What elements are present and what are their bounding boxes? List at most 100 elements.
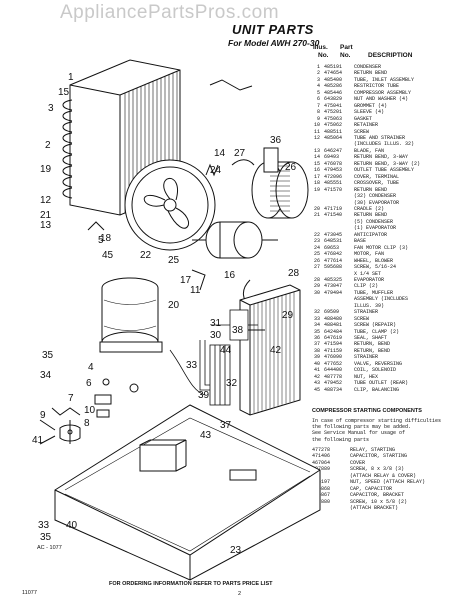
part-number: 647619 — [324, 335, 343, 342]
callout-number: 32 — [226, 378, 238, 389]
illus-number: 41 — [313, 367, 320, 374]
callout-number: 29 — [282, 310, 294, 321]
parts-list-row: (30) EVAPORATOR — [312, 200, 472, 206]
part-description: SCREW (REPAIR) — [354, 322, 397, 329]
part-description: ANTICIPATOR — [354, 231, 388, 238]
fan-blade-drawing — [124, 159, 216, 251]
starting-part-row: (ATTACH BRACKET) — [312, 505, 472, 511]
part-description: RETURN, BEND — [354, 347, 391, 354]
illus-number: 39 — [313, 354, 320, 361]
part-description: TUBE OUTLET (REAR) — [354, 380, 409, 387]
part-description: CLIP, BALANCING — [354, 386, 400, 393]
illus-number: 8 — [316, 109, 320, 116]
part-description: RETURN, BEND — [354, 341, 391, 348]
part-description: COVER — [350, 459, 366, 466]
part-number: 479453 — [324, 167, 343, 174]
part-description: OUTLET TUBE ASSEMBLY — [354, 167, 415, 174]
part-description: RETAINER — [354, 122, 379, 129]
evaporator-drawing — [239, 284, 301, 416]
callout-number: 1 — [68, 72, 74, 83]
part-description: RETURN BEND — [354, 70, 388, 77]
callout-number: 35 — [42, 350, 54, 361]
illus-label: Illus. — [313, 44, 328, 51]
part-number: 648531 — [324, 238, 343, 245]
part-number: 487889 — [312, 466, 331, 473]
part-description: RETURN BEND, 3-WAY (2) — [354, 160, 421, 167]
part-number: 69653 — [324, 244, 340, 251]
part-description: SCREW, 10 x 5/8 (2) — [350, 498, 408, 505]
part-description: (32) CONDENSER — [354, 193, 397, 200]
part-number: 467064 — [312, 459, 331, 466]
compressor-heading: COMPRESSOR STARTING COMPONENTS — [312, 408, 422, 414]
part-number: 477652 — [324, 360, 343, 367]
part-description: CAP, CAPACITOR — [350, 485, 393, 492]
illus-number: 38 — [313, 347, 320, 354]
callout-number: 25 — [168, 255, 180, 266]
description-label: DESCRIPTION — [368, 52, 413, 59]
illus-number: 25 — [313, 251, 320, 258]
part-number: 473045 — [324, 231, 343, 238]
illus-number: 36 — [313, 335, 320, 342]
crossover-tube-drawing — [209, 79, 253, 91]
part-number: 471719 — [324, 205, 343, 212]
part-number: 475062 — [324, 122, 343, 129]
parts-list-row: ASSEMBLY (INCLUDES — [312, 296, 472, 302]
part-description: RELAY, STARTING — [350, 447, 396, 453]
part-number: 642484 — [324, 328, 343, 335]
part-number: 487880 — [312, 498, 331, 505]
part-number: 643829 — [324, 96, 343, 103]
callout-number: 22 — [140, 250, 152, 261]
part-number: 644400 — [324, 367, 343, 374]
callout-number: 13 — [40, 220, 52, 231]
part-description: (5) CONDENSER — [354, 218, 394, 225]
callout-number: 8 — [84, 418, 90, 429]
illus-number: 43 — [313, 380, 320, 387]
callout-number: 21 — [40, 210, 52, 221]
callout-number: 17 — [180, 275, 192, 286]
illus-number: 33 — [313, 315, 320, 322]
illus-number: 9 — [316, 115, 320, 122]
illus-no-label: No. — [318, 52, 329, 59]
callout-number: 3 — [48, 103, 54, 114]
parts-list-row: ILLUS. 39) — [312, 303, 472, 309]
callout-number: 16 — [224, 270, 236, 281]
part-description: MOTOR, FAN — [354, 251, 385, 258]
part-description: ILLUS. 39) — [354, 302, 385, 309]
part-description: (30) EVAPORATOR — [354, 199, 400, 206]
part-description: TUBE, CLAMP (2) — [354, 328, 400, 335]
callout-number: 24 — [210, 165, 222, 176]
callout-number: 5 — [98, 235, 104, 246]
callout-number: 35 — [40, 532, 52, 543]
page-subtitle: For Model AWH 270-30 — [228, 38, 320, 48]
reversing-valve-drawing — [212, 309, 258, 341]
part-description: TUBE, MUFFLER — [354, 289, 394, 296]
evaporator-tubing-drawing — [169, 340, 231, 406]
illus-number: 24 — [313, 244, 320, 251]
illus-number: 12 — [313, 134, 320, 141]
part-description: CROSSOVER, TUBE — [354, 180, 400, 187]
part-number: 471406 — [312, 453, 331, 460]
illus-number: 42 — [313, 373, 320, 380]
part-number: 471594 — [324, 341, 343, 348]
illus-number: 16 — [313, 167, 320, 174]
part-description: SLEEVE (4) — [354, 109, 385, 116]
illus-number: 21 — [313, 212, 320, 219]
callout-number: 41 — [32, 435, 44, 446]
part-description: COMPRESSOR ASSEMBLY — [354, 89, 412, 96]
